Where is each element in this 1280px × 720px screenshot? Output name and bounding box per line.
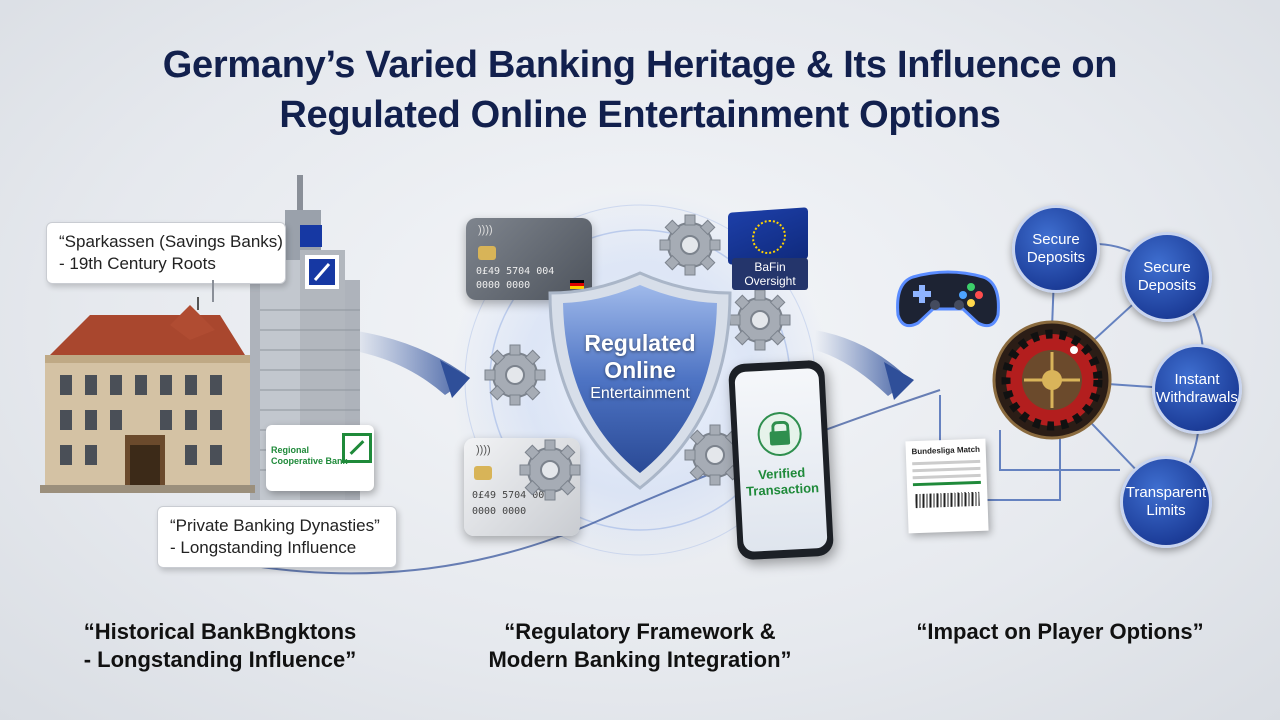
receipt-title: Bundesliga Match: [911, 444, 981, 457]
callout-private-banking: “Private Banking Dynasties” - Longstandi…: [157, 506, 397, 568]
arrow-right: [815, 330, 910, 396]
barcode-icon: [915, 491, 980, 509]
betting-receipt: Bundesliga Match: [905, 438, 989, 534]
roulette-wheel-icon: [992, 320, 1112, 440]
lock-icon: [756, 410, 803, 458]
caption-historical: “Historical BankBngktons - Longstanding …: [83, 619, 357, 672]
shield-label: Regulated Online Entertainment: [584, 330, 696, 402]
cooperative-bank-sign: Regional Cooperative Bank: [266, 425, 374, 491]
card-chip-icon: [478, 246, 496, 260]
node-secure-deposits-2: Secure Deposits: [1122, 232, 1212, 322]
caption-regulatory: “Regulatory Framework & Modern Banking I…: [488, 619, 792, 672]
gear-icon: [484, 344, 546, 406]
title-line-2: Regulated Online Entertainment Options: [279, 94, 1001, 136]
callout-pointer: [212, 280, 214, 302]
card-bottom-number-2: 0000 0000: [472, 506, 527, 517]
card-chip-icon-2: [474, 466, 492, 480]
bafin-oversight-label: BaFin Oversight: [732, 258, 808, 290]
eu-flag-icon: [728, 207, 808, 265]
contactless-icon-2: )))): [476, 444, 491, 456]
caption-impact: “Impact on Player Options”: [916, 619, 1204, 644]
gamepad-icon: [896, 270, 1000, 328]
shield-icon: [548, 271, 732, 490]
cooperative-bank-logo-icon: [342, 433, 372, 463]
card-top-number: 0£49 5704 004: [476, 266, 555, 277]
title-line-1: Germany’s Varied Banking Heritage & Its …: [162, 44, 1118, 86]
historic-bank-building: [40, 297, 255, 493]
node-instant-withdrawals: Instant Withdrawals: [1152, 344, 1242, 434]
gear-icon: [729, 289, 791, 351]
node-transparent-limits: Transparent Limits: [1120, 456, 1212, 548]
card-top-number-2: 0000 0000: [476, 280, 531, 291]
arrow-left: [350, 330, 470, 395]
page-title: Germany’s Varied Banking Heritage & Its …: [0, 40, 1280, 140]
node-secure-deposits-1: Secure Deposits: [1012, 205, 1100, 293]
card-bottom-number: 0£49 5704 00: [472, 490, 545, 501]
callout-sparkassen: “Sparkassen (Savings Banks) - 19th Centu…: [46, 222, 286, 284]
smartphone: Verified Transaction: [727, 359, 835, 561]
sign-text: Regional Cooperative Bank: [271, 445, 348, 466]
credit-card-top: )))) 0£49 5704 004 0000 0000: [466, 218, 592, 300]
verified-transaction-label: Verified Transaction: [745, 464, 820, 499]
gear-icon: [659, 214, 721, 276]
contactless-icon: )))): [478, 224, 493, 236]
german-flag-icon: [570, 280, 584, 289]
